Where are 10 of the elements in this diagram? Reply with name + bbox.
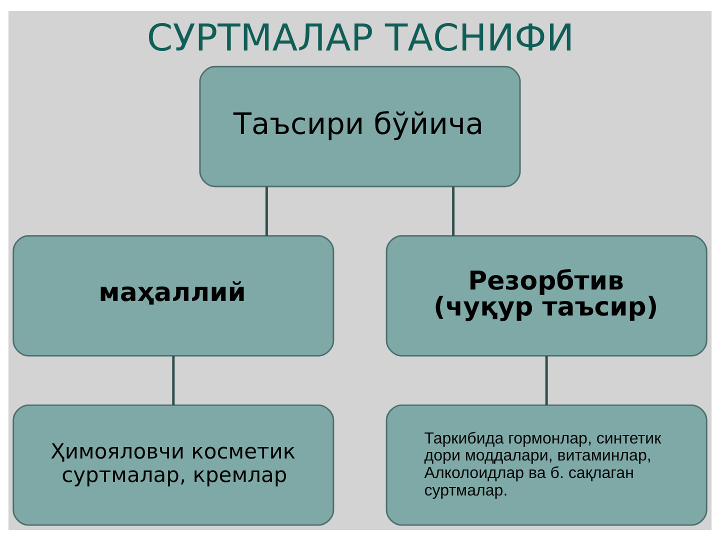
- connector: [265, 186, 268, 236]
- node-box: Резорбтив (чуқур таъсир): [386, 234, 708, 356]
- node-box: Ҳимояловчи косметик суртмалар, кремлар: [12, 404, 334, 526]
- node-box: Таркибида гормонлар, синтетик дори моддалари, витаминлар, Алколоидлар ва б. сақлаган суртмалар.: [386, 404, 708, 526]
- connector: [452, 186, 455, 236]
- diagram-title: СУРТМАЛАР ТАСНИФИ: [146, 16, 574, 60]
- node-box: маҳаллий: [12, 234, 334, 356]
- node-box: Таъсири бўйича: [199, 65, 521, 187]
- connector: [545, 356, 548, 405]
- connector: [172, 356, 175, 405]
